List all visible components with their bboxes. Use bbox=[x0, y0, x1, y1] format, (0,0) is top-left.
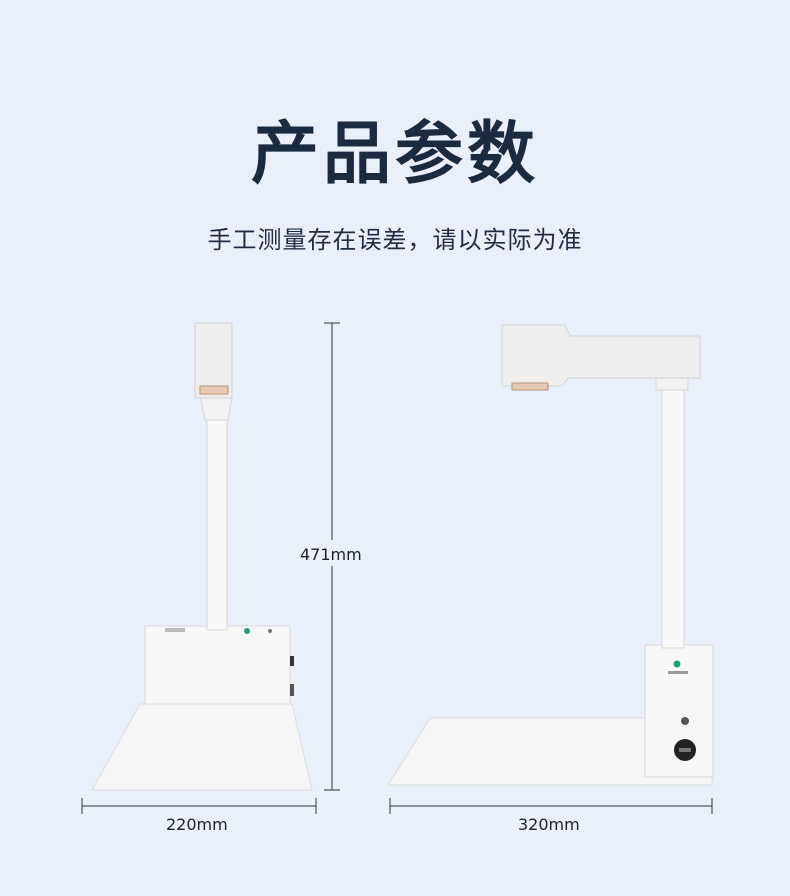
page-subtitle: 手工测量存在误差，请以实际为准 bbox=[207, 226, 583, 254]
depth-dimension-label: 220mm bbox=[166, 815, 228, 834]
side-view-pole bbox=[206, 409, 228, 631]
page-title: 产品参数 bbox=[250, 115, 539, 194]
front-view-base-plate bbox=[387, 717, 713, 786]
height-dimension-label: 471mm bbox=[300, 545, 362, 564]
front-view-switch bbox=[681, 717, 689, 725]
front-view-camera-arm bbox=[501, 324, 701, 387]
device-front-view bbox=[387, 324, 714, 786]
depth-dimension-line bbox=[81, 798, 317, 814]
side-view-green-button bbox=[244, 628, 250, 634]
side-view-base-plate bbox=[91, 703, 313, 791]
height-dimension-line bbox=[300, 322, 364, 791]
width-dimension-line bbox=[389, 798, 713, 814]
front-view-green-button bbox=[673, 660, 681, 668]
device-side-view bbox=[91, 322, 313, 791]
side-view-lens bbox=[199, 385, 229, 395]
side-view-control-box bbox=[144, 625, 291, 705]
front-view-pole bbox=[661, 387, 685, 649]
front-view-lens bbox=[511, 382, 549, 391]
width-dimension-label: 320mm bbox=[518, 815, 580, 834]
